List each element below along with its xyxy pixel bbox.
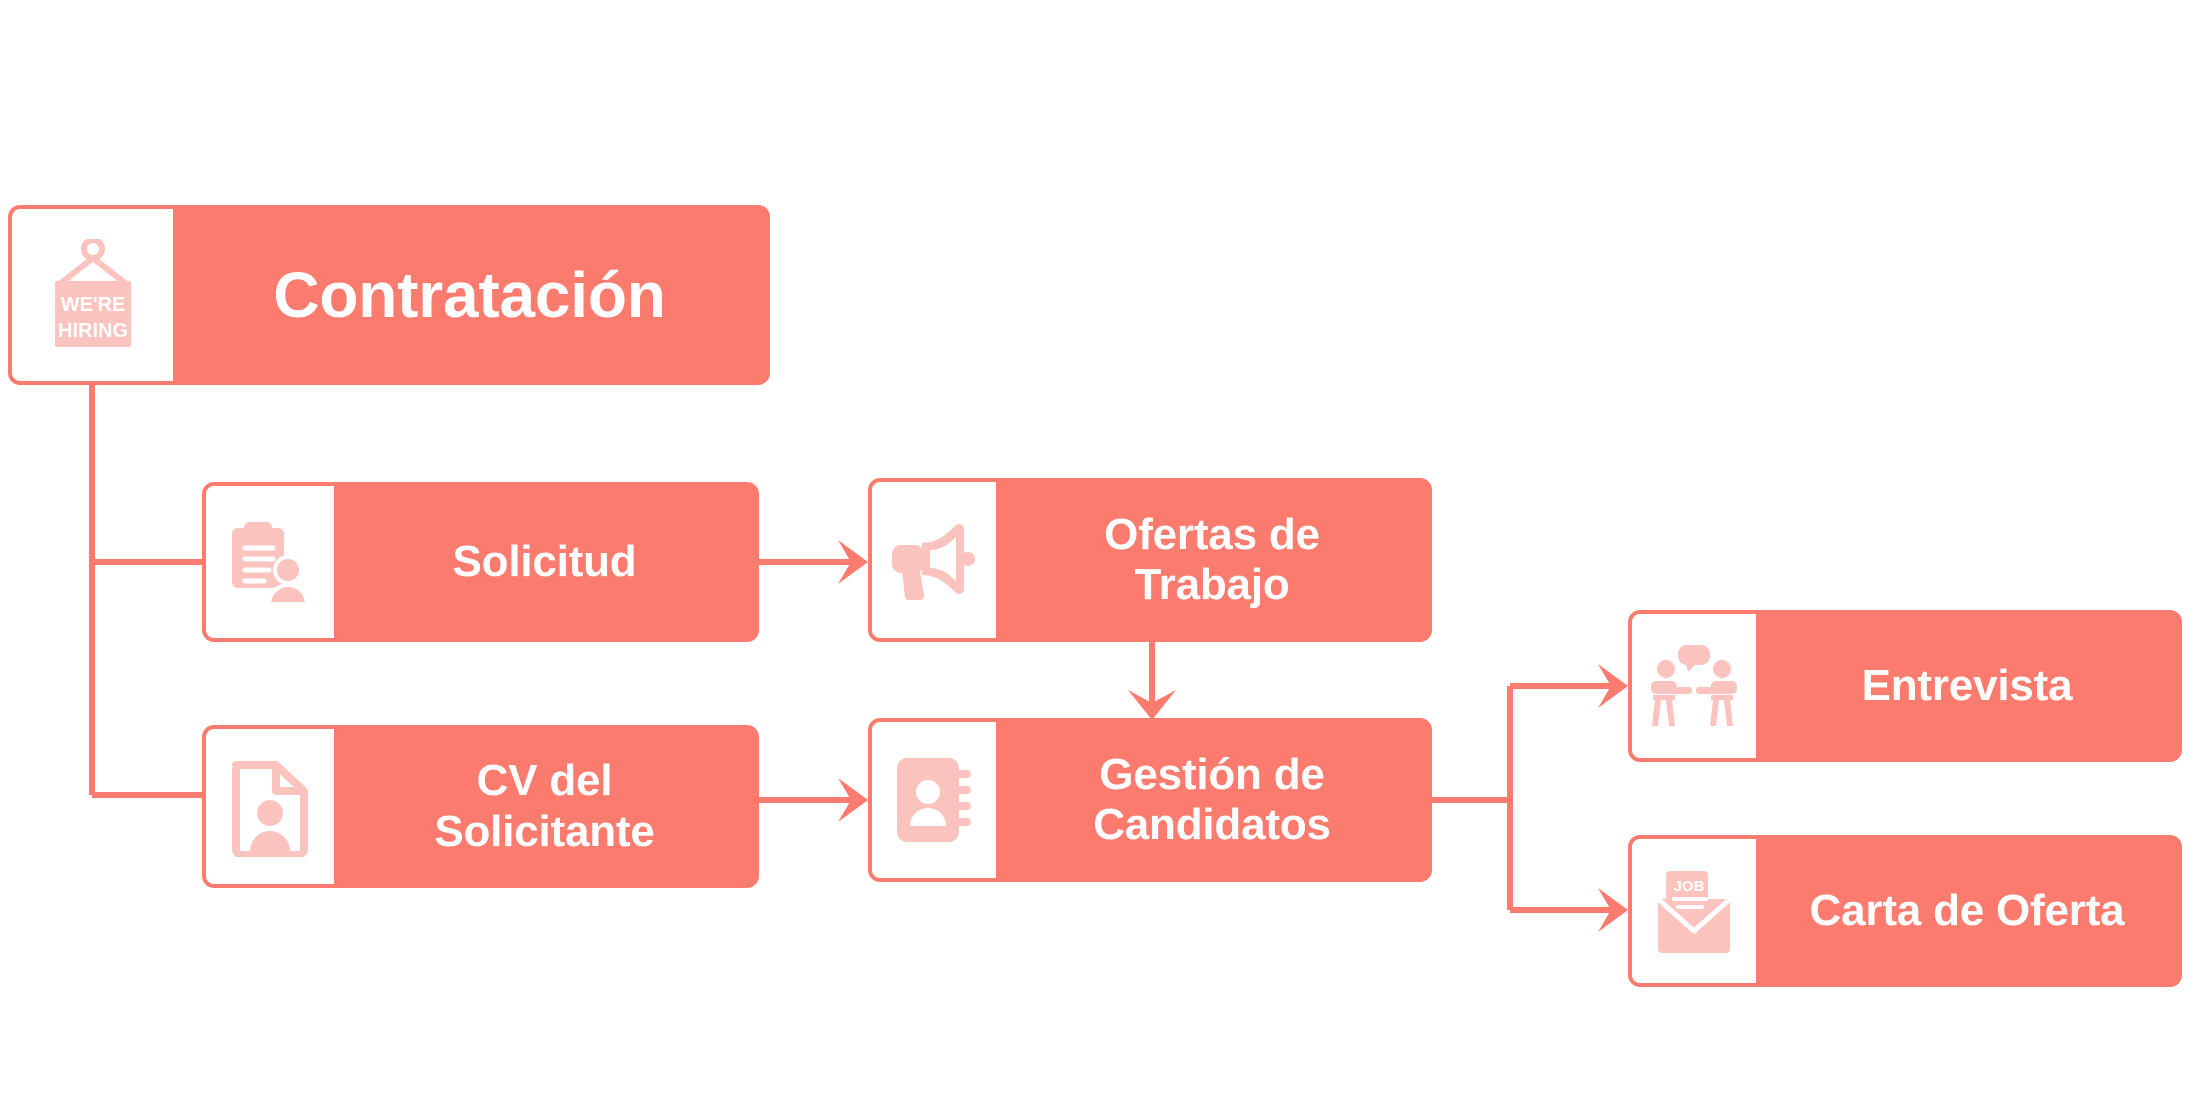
we-are-hiring-sign-icon: WE'RE HIRING	[54, 239, 131, 347]
address-book-icon	[897, 758, 971, 842]
megaphone-icon	[892, 524, 975, 601]
node-entrevista-label: Entrevista	[1861, 660, 2073, 710]
node-cv-label: CV del Solicitante	[434, 756, 655, 856]
interview-people-icon	[1651, 645, 1737, 726]
node-cv-icon-panel	[206, 729, 334, 884]
node-entrevista-icon-panel	[1632, 614, 1756, 758]
connector-contratacion-branch	[89, 385, 206, 798]
node-carta-icon-panel: JOB	[1632, 839, 1756, 983]
node-solicitud-icon-panel	[206, 486, 334, 638]
node-solicitud[interactable]: Solicitud	[202, 482, 759, 642]
job-letter-text: JOB	[1674, 878, 1705, 895]
node-contratacion-icon-panel: WE'RE HIRING	[12, 209, 173, 381]
connector-gestion-split	[1432, 683, 1622, 913]
connector-cv-to-gestion	[759, 778, 868, 822]
node-ofertas-label: Ofertas de Trabajo	[1104, 509, 1320, 609]
node-carta-label: Carta de Oferta	[1809, 885, 2125, 935]
node-gestion-de-candidatos[interactable]: Gestión de Candidatos	[868, 718, 1432, 882]
arrowhead-icon	[838, 778, 868, 822]
document-person-icon	[232, 760, 308, 857]
node-gestion-label: Gestión de Candidatos	[1093, 749, 1331, 849]
node-solicitud-label: Solicitud	[452, 536, 637, 586]
arrowhead-icon	[1598, 664, 1628, 708]
node-ofertas-icon-panel	[872, 482, 996, 638]
connector-ofertas-to-gestion	[1128, 642, 1176, 720]
node-carta-de-oferta[interactable]: JOB Carta de Oferta	[1628, 835, 2182, 987]
node-contratacion[interactable]: WE'RE HIRING Contratación	[8, 205, 770, 385]
node-contratacion-label: Contratación	[273, 258, 666, 331]
hiring-sign-line-1: WE'RE	[60, 294, 125, 316]
arrowhead-icon	[838, 540, 868, 584]
job-offer-envelope-icon: JOB	[1656, 871, 1732, 953]
arrowhead-icon	[1128, 690, 1176, 720]
clipboard-person-icon	[232, 522, 310, 606]
node-ofertas-de-trabajo[interactable]: Ofertas de Trabajo	[868, 478, 1432, 642]
connector-solicitud-to-ofertas	[759, 540, 868, 584]
arrowhead-icon	[1598, 888, 1628, 932]
node-gestion-icon-panel	[872, 722, 996, 878]
node-cv-del-solicitante[interactable]: CV del Solicitante	[202, 725, 759, 888]
hiring-sign-line-2: HIRING	[58, 320, 128, 342]
node-entrevista[interactable]: Entrevista	[1628, 610, 2182, 762]
